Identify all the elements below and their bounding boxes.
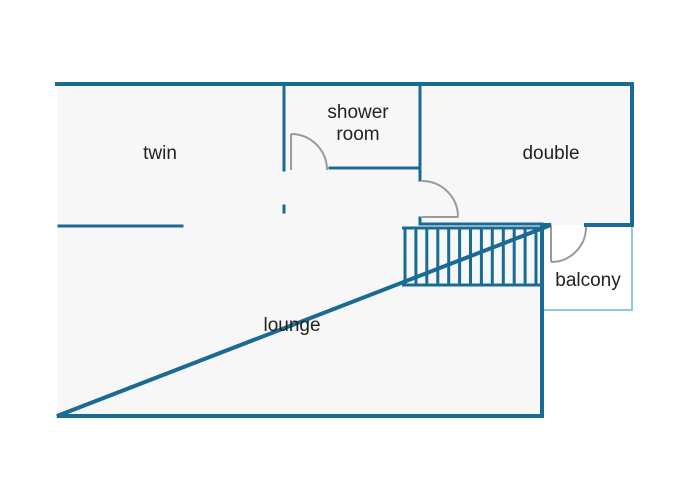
room-label-double: double (522, 143, 579, 164)
balcony-door (550, 226, 587, 263)
room-label-shower-line2: room (336, 124, 379, 145)
exterior-wall (55, 82, 634, 418)
shower-door (290, 133, 328, 171)
room-label-balcony: balcony (555, 270, 621, 291)
floor-area (57, 84, 632, 416)
room-label-shower-line1: shower (327, 102, 389, 123)
staircase (402, 226, 540, 287)
balcony-floor (542, 225, 632, 310)
room-label-twin: twin (143, 143, 177, 164)
double-door (421, 180, 459, 218)
room-label-lounge: lounge (263, 315, 320, 336)
